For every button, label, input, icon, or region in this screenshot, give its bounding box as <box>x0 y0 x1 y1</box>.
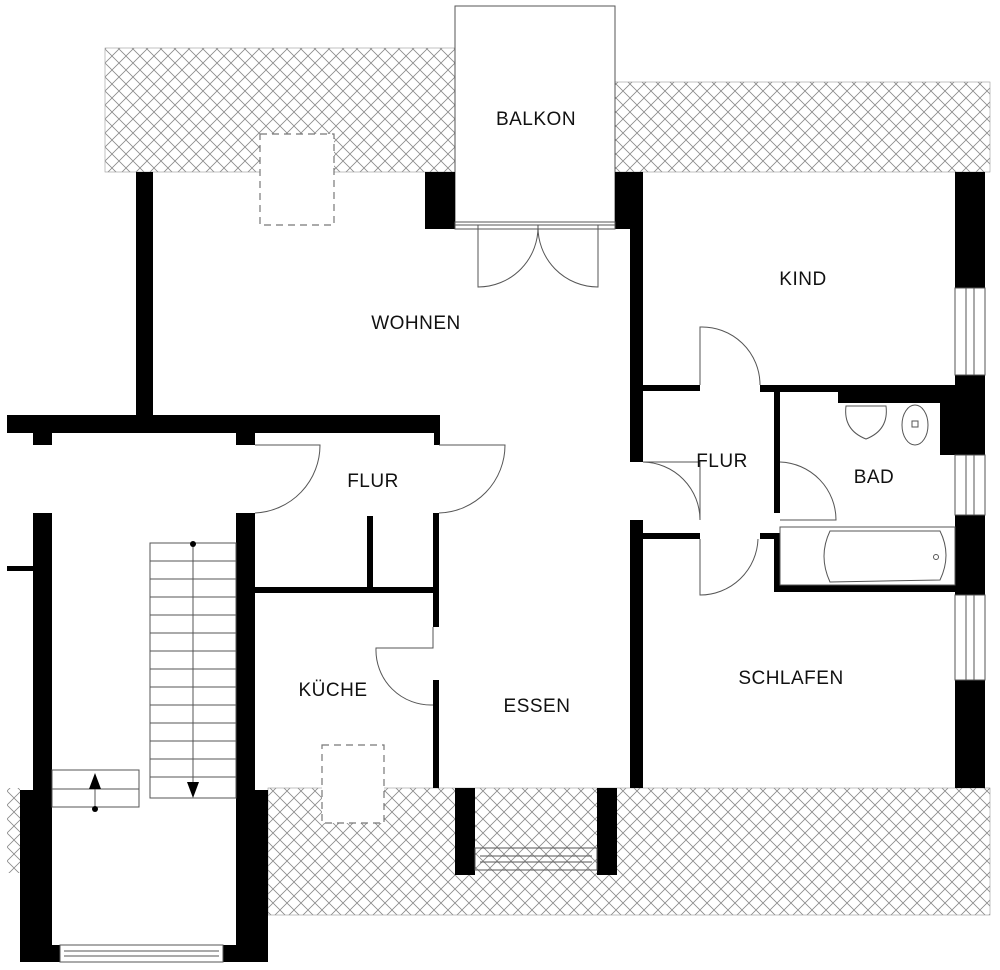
roof-hatch-areas <box>7 47 991 916</box>
toilet-icon <box>901 404 929 446</box>
room-label-kueche: KÜCHE <box>298 680 367 701</box>
room-label-kind: KIND <box>779 269 826 290</box>
room-label-flur-left: FLUR <box>347 471 399 492</box>
stair-up-arrow-icon <box>89 773 101 789</box>
doors <box>254 224 837 706</box>
staircase[interactable] <box>51 542 237 809</box>
stair-up-dot <box>92 806 98 812</box>
room-label-bad: BAD <box>854 467 895 488</box>
room-label-schlafen: SCHLAFEN <box>738 668 843 689</box>
bathtub-icon <box>779 526 956 586</box>
room-label-balkon: BALKON <box>496 109 576 130</box>
room-labels: BALKON WOHNEN FLUR KÜCHE ESSEN KIND FLUR… <box>298 109 895 717</box>
bathroom-fixtures <box>779 404 956 586</box>
walls <box>7 172 985 962</box>
sink-icon <box>845 405 887 440</box>
skylight-kueche <box>321 744 385 824</box>
stair-start-dot <box>190 541 196 547</box>
room-label-essen: ESSEN <box>504 696 571 717</box>
room-label-wohnen: WOHNEN <box>371 313 461 334</box>
windows <box>59 221 986 963</box>
balcony <box>454 5 616 226</box>
skylight-wohnen <box>259 133 335 226</box>
room-label-flur-right: FLUR <box>696 451 748 472</box>
stair-down-arrow-icon <box>187 782 199 798</box>
